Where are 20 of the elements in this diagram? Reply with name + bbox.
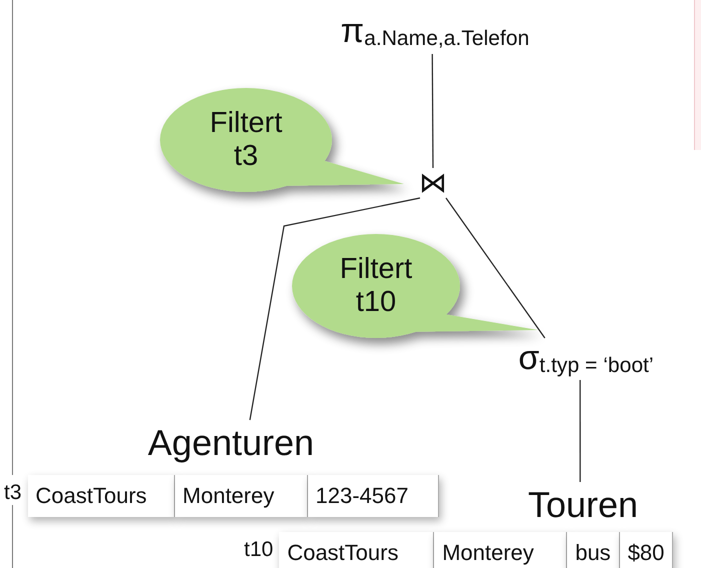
tuple-cell: Monterey [434, 532, 568, 568]
speech-bubble [292, 234, 538, 338]
operator-label: σ$_{t.typ = ‘boot’}$ [488, 338, 684, 380]
callout-text: Filtert t3 [208, 106, 284, 174]
relation-name: Agenturen [126, 420, 336, 466]
callout-text: Filtert t10 [338, 252, 414, 320]
tuple-cell: CoastTours [279, 532, 434, 568]
tuple-cell: bus [567, 532, 620, 568]
tuple-cell: Monterey [174, 475, 308, 517]
tuple-cell: $80 [620, 532, 674, 568]
tree-edge [446, 198, 546, 338]
tree-edge [432, 54, 434, 168]
operator-label: π$_{a.Name,a.Telefon}$ [300, 10, 570, 54]
speech-bubble [160, 88, 404, 192]
tuple-cell: 123-4567 [308, 475, 439, 517]
tree-edge [249, 197, 420, 420]
tree-edge [580, 380, 581, 482]
tuple-cell: CoastTours [28, 475, 175, 517]
join-operator: ⋈ [420, 168, 446, 198]
relation-name: Touren [512, 482, 654, 528]
